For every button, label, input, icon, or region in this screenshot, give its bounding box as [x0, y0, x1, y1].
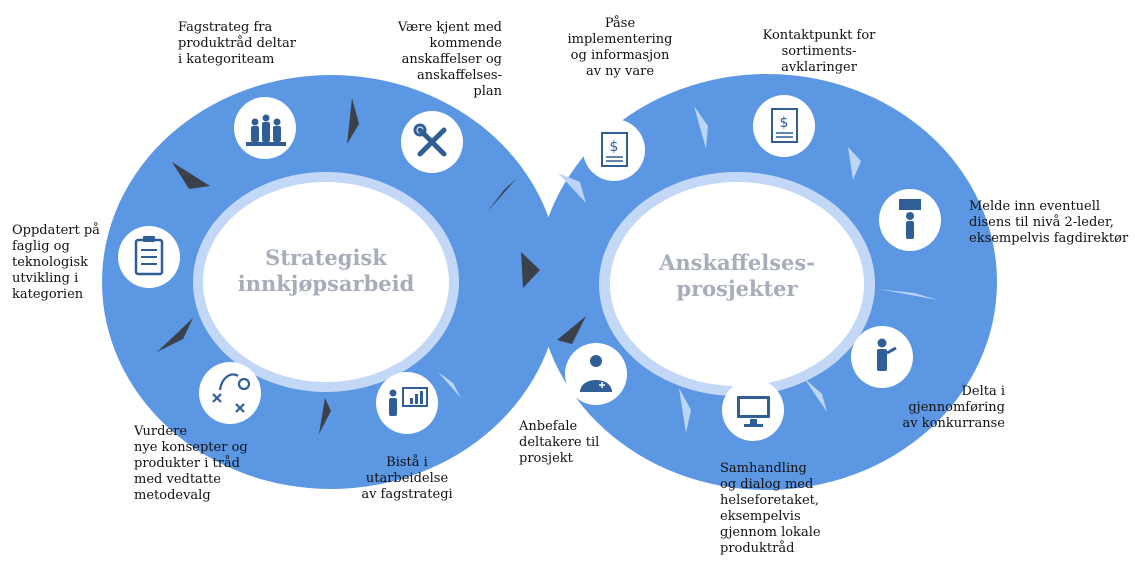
label-samhandling: Samhandling og dialog med helseforetaket… — [720, 461, 821, 556]
arrow-marker — [558, 173, 586, 203]
label-bista: Bistå i utarbeidelse av fagstrategi — [361, 455, 453, 502]
label-kjent: Være kjent med kommende anskaffelser og … — [397, 20, 502, 99]
arrow-marker — [347, 98, 359, 144]
arrow-marker — [438, 372, 461, 398]
right-loop-title: Anskaffelses- prosjekter — [659, 250, 815, 301]
right-center — [610, 182, 864, 386]
left-loop-title: Strategisk innkjøpsarbeid — [237, 245, 415, 296]
arrow-marker — [804, 378, 827, 412]
left-center — [203, 182, 449, 382]
label-delta: Delta i gjennomføring av konkurranse — [902, 384, 1005, 431]
label-fagstrateg: Fagstrateg fra produktråd deltar i kateg… — [178, 20, 296, 67]
presentation-icon — [376, 372, 438, 434]
arrow-marker — [319, 398, 331, 434]
price-document-icon: $ — [583, 119, 645, 181]
arrow-marker — [521, 252, 540, 288]
svg-text:$: $ — [780, 115, 789, 131]
team-people-icon — [234, 97, 296, 159]
sign-person-icon — [879, 189, 941, 251]
svg-text:$: $ — [610, 139, 619, 155]
arrow-marker — [172, 162, 210, 189]
tools-icon — [401, 111, 463, 173]
arrow-marker — [848, 147, 861, 180]
arrow-marker — [157, 318, 193, 352]
clipboard-checklist-icon — [118, 226, 180, 288]
arrow-marker — [878, 289, 938, 300]
computer-monitor-icon — [722, 379, 784, 441]
label-anbefale: Anbefale deltakere til prosjekt — [519, 419, 600, 466]
person-thinking-icon — [851, 326, 913, 388]
arrow-marker — [487, 178, 517, 212]
label-oppdatert: Oppdatert på faglig og teknologisk utvik… — [12, 223, 100, 302]
strategy-play-icon — [199, 362, 261, 424]
arrow-marker — [694, 106, 708, 149]
doctor-icon — [565, 343, 627, 405]
label-vurdere: Vurdere nye konsepter og produkter i trå… — [134, 424, 248, 503]
label-kontakt: Kontaktpunkt for sortiments- avklaringer — [762, 28, 876, 75]
price-document-2-icon: $ — [753, 95, 815, 157]
arrow-marker — [557, 316, 586, 344]
label-pase: Påse implementering og informasjon av ny… — [567, 16, 673, 79]
arrow-marker — [679, 388, 691, 433]
label-melde: Melde inn eventuell disens til nivå 2-le… — [969, 199, 1129, 246]
